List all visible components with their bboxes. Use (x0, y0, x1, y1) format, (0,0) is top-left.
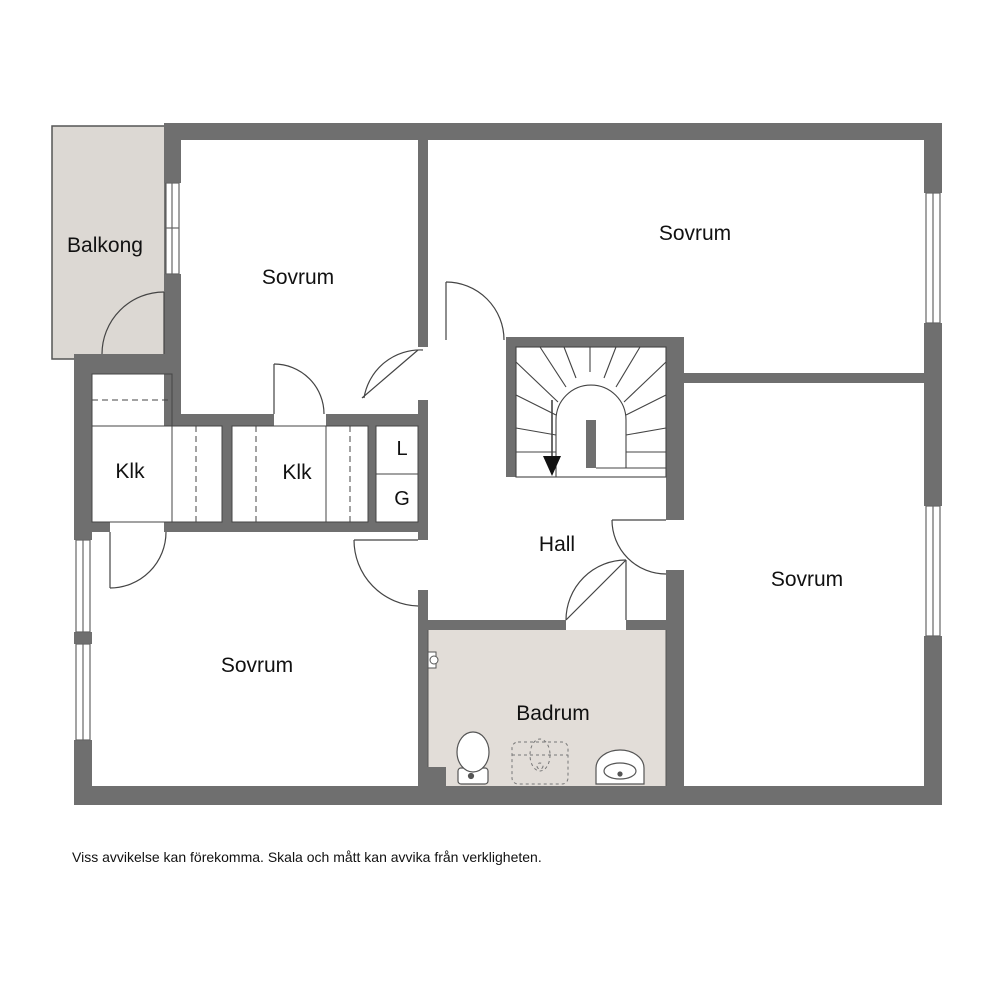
disclaimer-text: Viss avvikelse kan förekomma. Skala och … (72, 849, 542, 865)
room-label-balkong: Balkong (67, 234, 143, 257)
room-label-klk-left: Klk (115, 460, 145, 483)
toilet (456, 731, 490, 785)
room-label-hall: Hall (539, 533, 575, 556)
balcony-floor (51, 125, 166, 360)
room-label-g: G (394, 488, 410, 510)
door-swings (101, 281, 667, 621)
walls (74, 123, 942, 805)
closets (91, 373, 419, 523)
staircase-arrow (543, 456, 561, 476)
faucet-icon (427, 651, 439, 669)
room-label-badrum: Badrum (516, 702, 590, 725)
room-label-l: L (396, 438, 407, 460)
washbasin (595, 749, 645, 785)
room-label-sovrum-ne: Sovrum (659, 222, 731, 245)
room-label-sovrum-sw: Sovrum (221, 654, 293, 677)
shower (511, 738, 569, 785)
windows (75, 182, 941, 741)
staircase (515, 346, 667, 478)
room-label-sovrum-e: Sovrum (771, 568, 843, 591)
room-label-sovrum-nw: Sovrum (262, 266, 334, 289)
room-label-klk-mid: Klk (282, 461, 312, 484)
